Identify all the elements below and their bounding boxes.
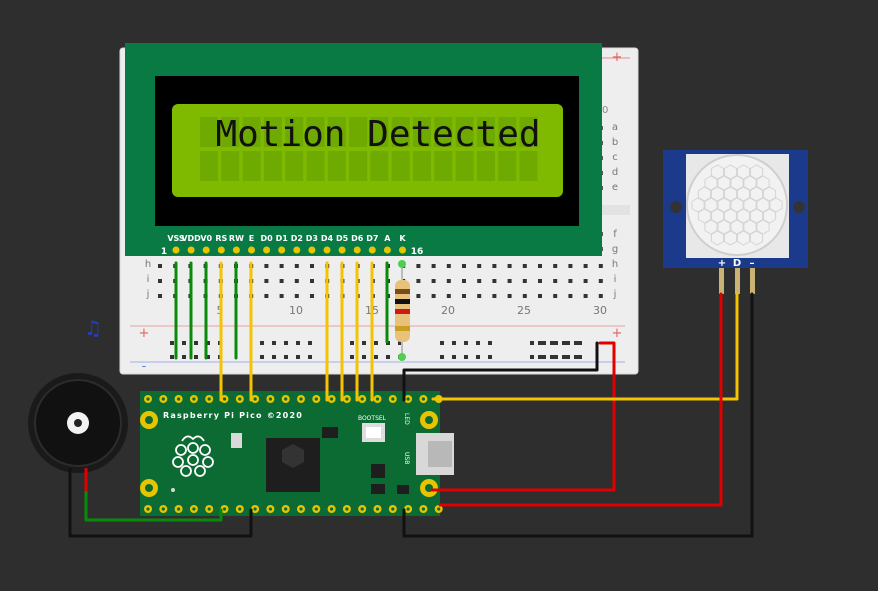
row-letter-c: c bbox=[612, 152, 618, 163]
lcd-pin[interactable] bbox=[383, 246, 391, 254]
row-letter-d: d bbox=[612, 167, 618, 178]
lcd-pin-label-k: K bbox=[399, 234, 406, 243]
wire-pir-vcc[interactable] bbox=[438, 292, 723, 507]
column-number-30: 30 bbox=[593, 304, 607, 317]
lcd-pin[interactable] bbox=[399, 246, 406, 254]
music-note-icon: ♫ bbox=[84, 316, 102, 340]
buzzer[interactable]: ♫ bbox=[28, 316, 128, 482]
bootsel-label: BOOTSEL bbox=[358, 415, 387, 422]
lcd-pin[interactable] bbox=[323, 246, 331, 254]
lcd-pin-first-number: 1 bbox=[161, 247, 167, 257]
lcd-pin-label-d7: D7 bbox=[366, 234, 378, 243]
wire-buzzer-gnd[interactable] bbox=[68, 480, 253, 538]
raspberry-logo-icon bbox=[172, 435, 214, 477]
wire-pir-gnd[interactable] bbox=[402, 292, 754, 538]
row-letter-f: f bbox=[613, 229, 617, 240]
rail-plus-left: + bbox=[139, 326, 150, 341]
pir-dome bbox=[686, 154, 788, 256]
lcd-pin[interactable] bbox=[308, 246, 316, 254]
lcd-pin[interactable] bbox=[353, 246, 361, 254]
lcd-pin-label-d5: D5 bbox=[336, 234, 349, 243]
row-letter-e: e bbox=[612, 182, 618, 193]
usb-label: USB bbox=[403, 452, 410, 464]
lcd-pin-label-vss: VSS bbox=[167, 234, 185, 243]
column-number-25: 25 bbox=[517, 304, 531, 317]
column-number-10: 10 bbox=[289, 304, 303, 317]
lcd-pin-label-d6: D6 bbox=[351, 234, 364, 243]
lcd-pin[interactable] bbox=[217, 246, 225, 254]
lcd-pin-label-d3: D3 bbox=[306, 234, 318, 243]
wire-red-rail-to-pico[interactable] bbox=[430, 341, 616, 492]
lcd-pin-label-d2: D2 bbox=[291, 234, 303, 243]
lcd-pin-label-e: E bbox=[249, 234, 254, 243]
row-letter-h: h bbox=[612, 259, 618, 270]
column-number-20: 20 bbox=[441, 304, 455, 317]
row-letter-i: i bbox=[614, 274, 617, 285]
lcd-pin[interactable] bbox=[338, 246, 346, 254]
lcd-char-cells bbox=[200, 117, 538, 181]
wire-lcd-data[interactable] bbox=[219, 261, 374, 402]
row-letter-h-left: h bbox=[145, 259, 151, 270]
lcd-pin-label-d4: D4 bbox=[321, 234, 334, 243]
lcd-message: Motion Detected bbox=[215, 114, 540, 155]
pir-pin-gnd-label: – bbox=[750, 258, 755, 269]
column-number-zero: 0 bbox=[602, 105, 608, 116]
lcd-pin[interactable] bbox=[232, 246, 240, 254]
resistor[interactable] bbox=[395, 260, 410, 361]
lcd-pin-label-v0: V0 bbox=[200, 234, 212, 243]
lcd-pin-label-vdd: VDD bbox=[181, 234, 201, 243]
lcd-pin-label-d1: D1 bbox=[276, 234, 289, 243]
row-letter-g: g bbox=[612, 244, 618, 255]
lcd-pin-last-number: 16 bbox=[411, 247, 424, 257]
rail-minus-left: - bbox=[142, 359, 147, 374]
row-letter-j: j bbox=[613, 289, 617, 300]
rail-plus-top: + bbox=[612, 50, 623, 65]
row-letter-a: a bbox=[612, 122, 618, 133]
pico-board-label: Raspberry Pi Pico ©2020 bbox=[163, 411, 303, 420]
row-letter-b: b bbox=[612, 137, 618, 148]
pico-pin-rows bbox=[144, 395, 443, 513]
row-letter-i-left: i bbox=[147, 274, 150, 285]
pir-sensor[interactable]: + D – bbox=[663, 150, 808, 294]
row-letter-j-left: j bbox=[146, 289, 150, 300]
lcd-pin-label-d0: D0 bbox=[260, 234, 273, 243]
lcd-pin-label-rs: RS bbox=[215, 234, 227, 243]
lcd-pin[interactable] bbox=[263, 246, 271, 254]
rail-plus-right: + bbox=[612, 326, 623, 341]
lcd-pin-label-rw: RW bbox=[229, 234, 244, 243]
wire-buzzer-signal[interactable] bbox=[84, 480, 223, 522]
lcd-pin[interactable] bbox=[202, 246, 210, 254]
lcd-pin[interactable] bbox=[172, 246, 180, 254]
wires bbox=[68, 261, 754, 538]
lcd-pin[interactable] bbox=[278, 246, 286, 254]
lcd-pin[interactable] bbox=[368, 246, 376, 254]
lcd-pin[interactable] bbox=[187, 246, 195, 254]
lcd-pin-label-a: A bbox=[384, 234, 391, 243]
wire-black-rail-to-pico[interactable] bbox=[402, 341, 599, 402]
pir-pin-vcc-label: + bbox=[718, 258, 726, 269]
lcd-pin[interactable] bbox=[248, 246, 255, 254]
wire-lcd-ground-rail[interactable] bbox=[174, 261, 389, 360]
lcd-pin[interactable] bbox=[293, 246, 301, 254]
pir-pin-data-label: D bbox=[733, 258, 741, 269]
raspberry-pi-pico[interactable]: Raspberry Pi Pico ©2020 BOOTSEL USB LED bbox=[140, 391, 454, 516]
wire-pir-data[interactable] bbox=[431, 292, 739, 401]
led-label: LED bbox=[403, 413, 410, 425]
